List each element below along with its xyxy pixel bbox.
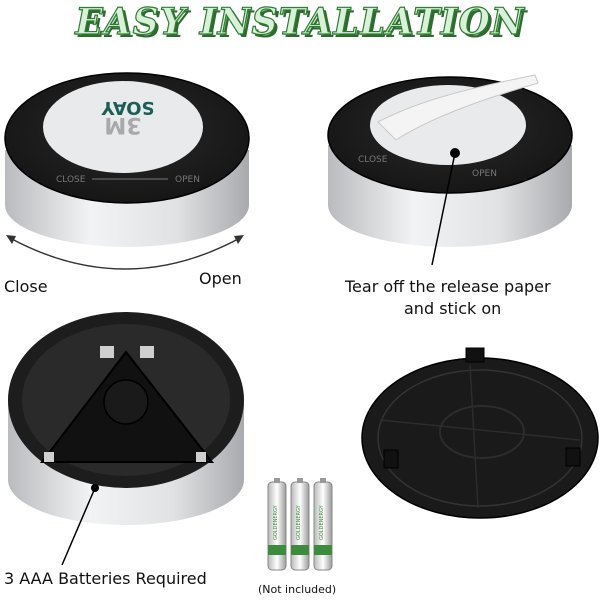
mount-clip — [383, 449, 399, 469]
battery-contact — [196, 452, 206, 462]
sticker-soay: SOAY — [101, 97, 155, 118]
adhesive-sticker — [370, 85, 526, 165]
battery-brand: GOLDENERGY — [273, 504, 279, 540]
ring-close-label: CLOSE — [56, 175, 86, 185]
device-bottom-left — [8, 312, 244, 566]
open-label: Open — [199, 269, 242, 288]
batteries-required-caption: 3 AAA Batteries Required — [4, 569, 207, 588]
pointer-line — [431, 152, 456, 266]
battery-brand: GOLDENERGY — [319, 504, 325, 540]
ring-close-label: CLOSE — [358, 155, 388, 165]
pointer-line — [61, 487, 96, 566]
battery-icon — [290, 478, 310, 571]
tear-caption-line2: and stick on — [404, 299, 502, 318]
battery-contact — [140, 346, 154, 358]
tear-caption-line1: Tear off the release paper — [345, 277, 551, 296]
page-title: EASY INSTALLATION — [75, 0, 525, 43]
close-label: Close — [4, 277, 48, 296]
device-bottom-right — [361, 347, 599, 519]
release-paper — [377, 74, 539, 141]
battery-icon — [313, 478, 333, 571]
battery-brand: GOLDENERGY — [296, 504, 302, 540]
device-top-right: CLOSE OPEN — [327, 74, 573, 266]
not-included-caption: (Not included) — [258, 583, 337, 596]
adhesive-sticker — [43, 81, 203, 173]
device-top-left: 3M SOAY CLOSE OPEN — [4, 72, 250, 247]
mount-clip — [565, 447, 581, 467]
ring-open-label: OPEN — [175, 175, 200, 185]
arrow-left-head-icon — [6, 235, 16, 244]
battery-contact — [100, 346, 114, 358]
arrow-right-head-icon — [234, 235, 244, 244]
ring-open-label: OPEN — [472, 169, 497, 179]
batteries-group: GOLDENERGY GOLDENERGY GOLDENERGY — [267, 478, 333, 571]
mount-clip — [465, 347, 485, 363]
battery-icon — [267, 478, 287, 571]
sticker-brand: 3M — [104, 112, 141, 137]
rotation-arrow — [6, 235, 244, 270]
battery-contact — [44, 452, 54, 462]
